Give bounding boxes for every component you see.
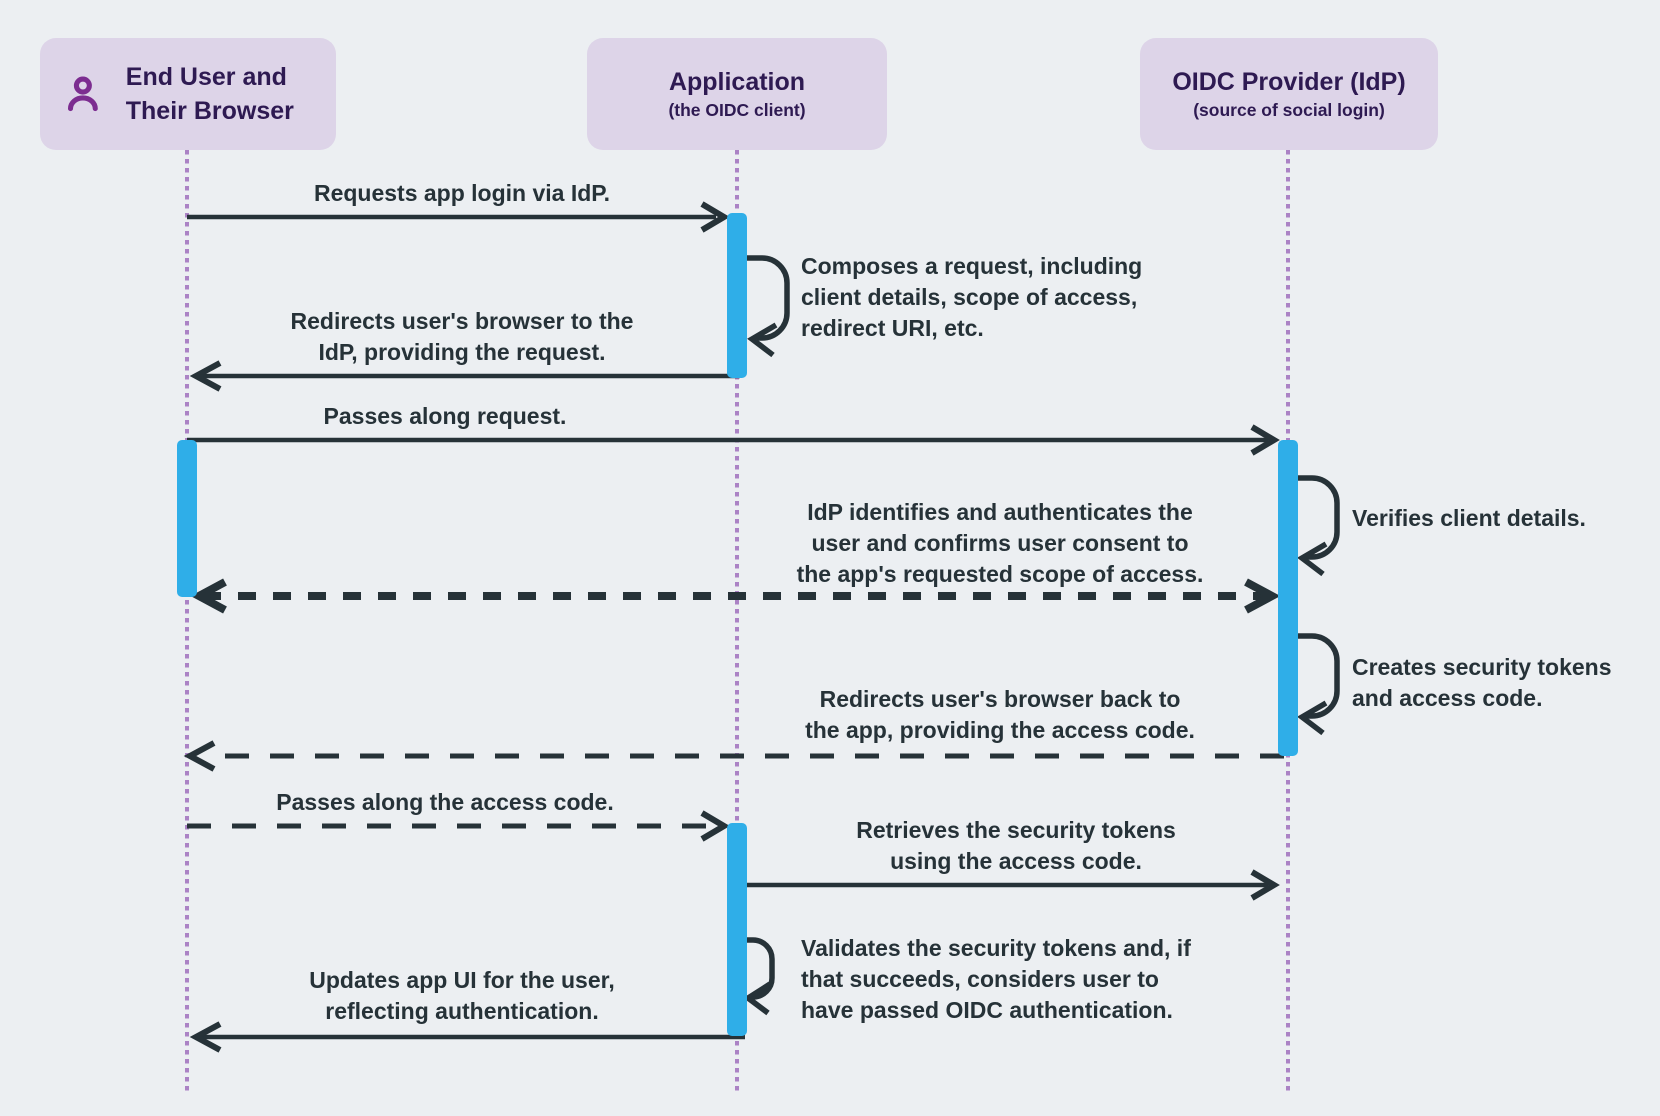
- label-m12: Updates app UI for the user, reflecting …: [212, 965, 712, 1027]
- label-line: the app's requested scope of access.: [796, 561, 1204, 587]
- label-line: that succeeds, considers user to: [801, 966, 1159, 992]
- activation-bar-app-2: [727, 823, 747, 1036]
- label-m11: Validates the security tokens and, if th…: [801, 933, 1191, 1026]
- arrow-m3-redirects-to-idp: [189, 360, 740, 392]
- label-m3: Redirects user's browser to the IdP, pro…: [212, 306, 712, 368]
- actor-idp: OIDC Provider (IdP) (source of social lo…: [1140, 38, 1438, 150]
- label-line: Passes along the access code.: [276, 789, 614, 815]
- label-line: Verifies client details.: [1352, 505, 1586, 531]
- actor-user: End User and Their Browser: [40, 38, 336, 150]
- label-m1: Requests app login via IdP.: [212, 178, 712, 209]
- label-m5: Verifies client details.: [1352, 503, 1586, 534]
- activation-bar-app-1: [727, 213, 747, 378]
- label-line: Validates the security tokens and, if: [801, 935, 1191, 961]
- label-m4: Passes along request.: [195, 401, 695, 432]
- lifeline-user: [185, 150, 189, 1094]
- actor-user-line2: Their Browser: [125, 97, 294, 125]
- actor-idp-content: OIDC Provider (IdP) (source of social lo…: [1172, 68, 1405, 120]
- arrow-m9-passes-access-code: [187, 810, 730, 842]
- actor-user-label: End User and Their Browser: [126, 60, 336, 128]
- label-line: Composes a request, including: [801, 253, 1143, 279]
- label-line: Passes along request.: [323, 403, 567, 429]
- actor-app: Application (the OIDC client): [587, 38, 887, 150]
- activation-bar-user: [177, 440, 197, 597]
- lifeline-app: [735, 150, 739, 1094]
- label-line: client details, scope of access,: [801, 284, 1138, 310]
- arrow-m12-updates-ui: [189, 1021, 745, 1053]
- activation-bar-idp: [1278, 440, 1298, 756]
- actor-app-content: Application (the OIDC client): [668, 68, 805, 120]
- label-m8: Redirects user's browser back to the app…: [750, 684, 1250, 746]
- label-line: user and confirms user consent to: [811, 530, 1189, 556]
- label-m9: Passes along the access code.: [195, 787, 695, 818]
- self-loop-m11-validates-tokens: [743, 937, 775, 1016]
- label-line: Retrieves the security tokens: [856, 817, 1176, 843]
- actor-app-title: Application: [668, 68, 806, 96]
- label-line: Redirects user's browser to the: [290, 308, 634, 334]
- arrow-m6-authenticates-user: [190, 578, 1281, 614]
- label-line: IdP identifies and authenticates the: [807, 499, 1193, 525]
- label-line: Updates app UI for the user,: [309, 967, 615, 993]
- label-m7: Creates security tokens and access code.: [1352, 652, 1612, 714]
- label-line: reflecting authentication.: [325, 998, 599, 1024]
- actor-app-subtitle: (the OIDC client): [668, 100, 806, 120]
- label-m2: Composes a request, including client det…: [801, 251, 1142, 344]
- self-loop-m5-verifies-client: [1297, 475, 1340, 577]
- label-line: and access code.: [1352, 685, 1543, 711]
- label-m6: IdP identifies and authenticates the use…: [750, 497, 1250, 590]
- self-loop-m2-composes-request: [747, 255, 790, 358]
- label-line: Redirects user's browser back to: [819, 686, 1181, 712]
- actor-user-line1: End User and: [125, 63, 287, 91]
- arrow-m10-retrieves-tokens: [747, 869, 1280, 901]
- label-line: redirect URI, etc.: [801, 315, 984, 341]
- actor-idp-subtitle: (source of social login): [1193, 100, 1385, 120]
- arrow-m1-requests-login: [187, 201, 730, 233]
- person-icon: [67, 76, 98, 112]
- label-line: Requests app login via IdP.: [313, 180, 611, 206]
- label-line: have passed OIDC authentication.: [801, 997, 1173, 1023]
- label-line: IdP, providing the request.: [318, 339, 606, 365]
- arrow-m8-redirects-back: [183, 740, 1284, 772]
- label-line: Creates security tokens: [1352, 654, 1612, 680]
- label-line: using the access code.: [890, 848, 1142, 874]
- actor-idp-title: OIDC Provider (IdP): [1172, 68, 1406, 96]
- label-m10: Retrieves the security tokens using the …: [766, 815, 1266, 877]
- self-loop-m7-creates-tokens: [1297, 633, 1340, 736]
- actor-user-content: End User and Their Browser: [40, 60, 336, 128]
- arrow-m4-passes-request: [187, 424, 1280, 456]
- label-line: the app, providing the access code.: [805, 717, 1195, 743]
